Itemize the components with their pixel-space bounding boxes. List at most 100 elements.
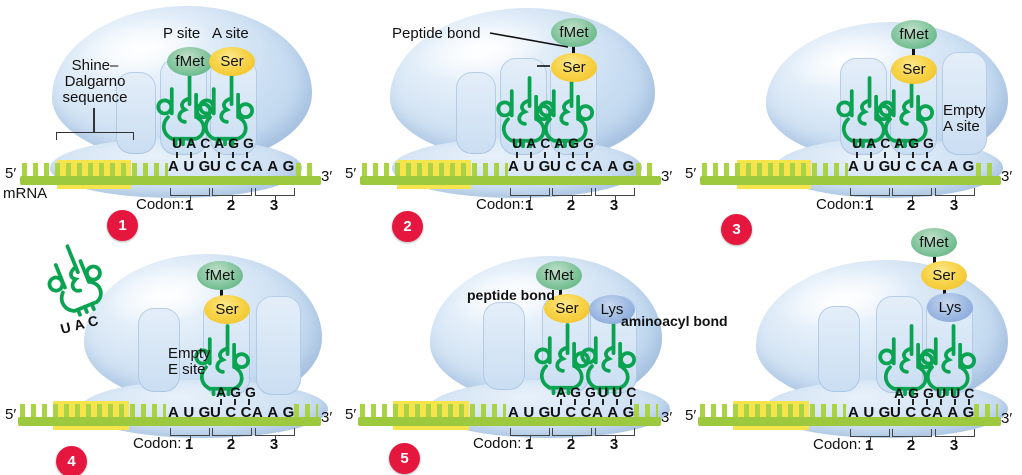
anticodon-a: UUC [598,384,641,400]
mrna-teeth [360,404,506,417]
three-prime-label: 3′ [1001,168,1013,185]
shine-dalgarno-bracket [56,132,134,140]
basepair-ticks [898,399,930,405]
amino-acid-ser: Ser [921,261,967,290]
codon-number-2: 2 [226,197,236,214]
codon-bracket-2 [552,188,592,201]
codon-2: UCC [890,158,936,175]
amino-acid-lys: Lys [589,295,635,324]
codon-number-3: 3 [269,436,279,453]
amino-acid-fmet: fMet [911,228,957,257]
anticodon-p: AGG [216,384,260,400]
amino-acid-fmet: fMet [197,261,243,290]
five-prime-label: 5′ [345,165,357,182]
codon-1: AUG [168,404,215,421]
codon-2: UCC [550,404,596,421]
panel-step-2: Peptide bond fMet Ser UAC AGG AUG UCC AA… [340,0,680,242]
codon-number-1: 1 [184,436,194,453]
peptide-bond-label: peptide bond [467,287,555,303]
codon-caption: Codon: [136,196,185,213]
mrna-strand [698,417,1001,426]
peptide-bond-tick [933,256,936,264]
empty-a-site-line2: A site [943,118,980,135]
codon-number-1: 1 [184,197,194,214]
amino-acid-ser: Ser [209,47,255,76]
a-site-label: A site [212,25,249,42]
anticodon-a: AGG [214,135,258,151]
codon-1: AUG [168,158,215,175]
codon-bracket-1 [510,188,550,201]
three-prime-label: 3′ [661,168,673,185]
empty-e-site-channel [138,308,180,392]
codon-3: AAG [592,158,639,175]
five-prime-label: 5′ [685,407,697,424]
mrna-teeth [296,163,318,176]
five-prime-label: 5′ [5,165,17,182]
three-prime-label: 3′ [661,409,673,426]
anticodon-p: AGG [556,384,600,400]
mrna-strand [18,417,321,426]
anticodon-p: UAC [172,135,215,151]
mrna-teeth [634,404,658,417]
shine-dalgarno-line3: sequence [62,89,128,106]
mrna-teeth [700,404,846,417]
step-badge: 4 [56,446,87,475]
codon-number-3: 3 [609,436,619,453]
codon-2: UCC [210,158,256,175]
basepair-ticks [602,399,634,405]
codon-1: AUG [508,404,555,421]
codon-3: AAG [252,158,299,175]
codon-1: AUG [848,404,895,421]
mrna-label: mRNA [3,185,48,202]
codon-bracket-1 [170,428,210,441]
empty-a-site-channel [942,52,987,155]
amino-acid-ser: Ser [551,53,597,82]
codon-number-2: 2 [566,436,576,453]
codon-bracket-2 [552,428,592,441]
codon-bracket-3 [255,428,295,441]
shine-dalgarno-line2: Dalgarno [64,73,126,90]
basepair-ticks [558,152,590,158]
amino-acid-ser: Ser [891,55,937,84]
panel-step-4: UAC fMet Ser Empty E site AGG AUG UCC AA… [0,236,340,475]
shine-dalgarno-line1: Shine– [71,57,119,74]
anticodon-a: UUC [936,385,979,401]
amino-acid-fmet: fMet [167,47,213,76]
mrna-teeth [362,163,508,176]
anticodon-p: AGG [894,385,938,401]
codon-number-3: 3 [949,197,959,214]
codon-1: AUG [848,158,895,175]
codon-bracket-3 [595,188,635,201]
anticodon-a: AGG [554,135,598,151]
panel-step-3: fMet Ser Empty A site UAC AGG AUG UCC AA… [680,0,1020,245]
step-badge: 1 [107,210,138,241]
mrna-teeth [636,163,658,176]
codon-bracket-2 [212,188,252,201]
basepair-ticks [856,152,888,158]
mrna-teeth [976,163,998,176]
codon-caption: Codon: [813,436,862,453]
panel-step-6: fMet Ser Lys AGG UUC AUG UCC AAG 5′ 3′ C… [680,228,1020,475]
e-site-channel [456,72,496,154]
peptide-bond-tick [943,288,946,296]
basepair-ticks [218,152,250,158]
empty-a-site-label: Empty A site [943,103,986,135]
codon-bracket-2 [892,188,932,201]
five-prime-label: 5′ [685,165,697,182]
codon-3: AAG [592,404,639,421]
five-prime-label: 5′ [5,406,17,423]
mrna-teeth [294,404,318,417]
codon-caption: Codon: [473,435,522,452]
e-site-channel [116,72,156,154]
anticodon-p: UAC [852,135,895,151]
codon-3: AAG [932,404,979,421]
empty-e-site-line2: E site [168,361,206,378]
codon-number-2: 2 [906,437,916,454]
peptide-bond-tick [572,46,575,54]
amino-acid-fmet: fMet [551,18,597,47]
amino-acid-lys: Lys [927,293,973,322]
peptide-bond-label: Peptide bond [392,25,481,42]
step-badge: 5 [389,443,420,474]
mrna-teeth [22,163,168,176]
codon-bracket-2 [212,428,252,441]
